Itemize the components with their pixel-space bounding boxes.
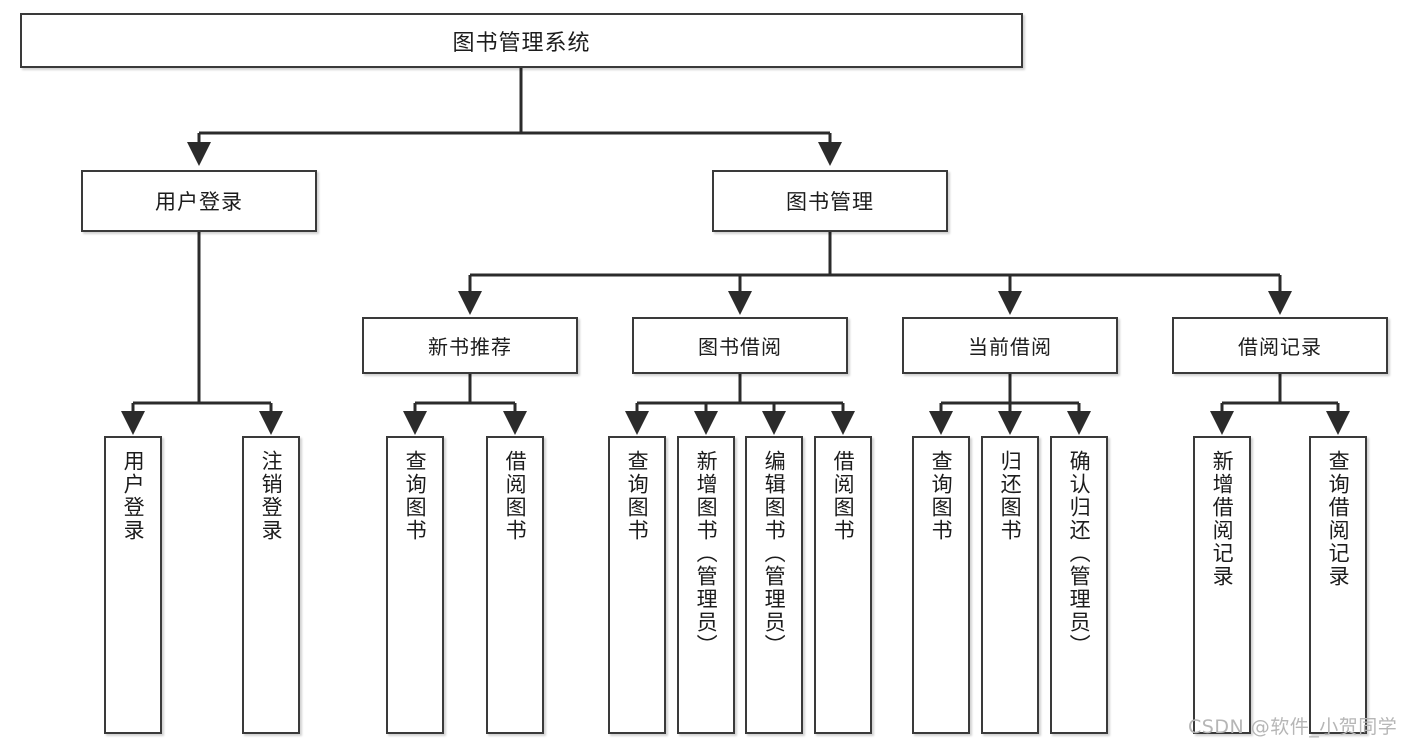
node-leaf-query-book-3-label: 查询图书 (929, 450, 954, 542)
node-leaf-query-book-3[interactable]: 查询图书 (912, 436, 970, 734)
node-root-label: 图书管理系统 (452, 30, 591, 56)
node-leaf-borrow-book-1[interactable]: 借阅图书 (486, 436, 544, 734)
node-leaf-add-record[interactable]: 新增借阅记录 (1193, 436, 1251, 734)
node-borrow-record[interactable]: 借阅记录 (1172, 317, 1388, 374)
node-book-borrow-label: 图书借阅 (698, 335, 782, 359)
node-leaf-user-login[interactable]: 用户登录 (104, 436, 162, 734)
node-leaf-query-book-1[interactable]: 查询图书 (386, 436, 444, 734)
node-current-borrow-label: 当前借阅 (968, 335, 1052, 359)
node-leaf-query-book-2[interactable]: 查询图书 (608, 436, 666, 734)
node-leaf-add-book-label: 新增图书（管理员） (694, 450, 719, 657)
node-leaf-confirm-return[interactable]: 确认归还（管理员） (1050, 436, 1108, 734)
node-borrow-record-label: 借阅记录 (1238, 335, 1322, 359)
node-leaf-logout-label: 注销登录 (259, 450, 284, 542)
node-leaf-edit-book[interactable]: 编辑图书（管理员） (745, 436, 803, 734)
node-new-book-recommend[interactable]: 新书推荐 (362, 317, 578, 374)
node-current-borrow[interactable]: 当前借阅 (902, 317, 1118, 374)
node-book-borrow[interactable]: 图书借阅 (632, 317, 848, 374)
node-user-login-label: 用户登录 (155, 190, 243, 214)
node-leaf-query-book-2-label: 查询图书 (625, 450, 650, 542)
node-leaf-confirm-return-label: 确认归还（管理员） (1067, 450, 1092, 657)
node-leaf-query-record-label: 查询借阅记录 (1326, 450, 1351, 588)
node-leaf-user-login-label: 用户登录 (121, 450, 146, 542)
node-leaf-borrow-book-2[interactable]: 借阅图书 (814, 436, 872, 734)
node-new-book-recommend-label: 新书推荐 (428, 335, 512, 359)
node-leaf-query-book-1-label: 查询图书 (403, 450, 428, 542)
node-leaf-edit-book-label: 编辑图书（管理员） (762, 450, 787, 657)
node-user-login[interactable]: 用户登录 (81, 170, 317, 232)
node-book-manage-label: 图书管理 (786, 190, 874, 214)
node-leaf-borrow-book-2-label: 借阅图书 (831, 450, 856, 542)
node-book-manage[interactable]: 图书管理 (712, 170, 948, 232)
node-leaf-query-record[interactable]: 查询借阅记录 (1309, 436, 1367, 734)
node-root[interactable]: 图书管理系统 (20, 13, 1023, 68)
node-leaf-add-record-label: 新增借阅记录 (1210, 450, 1235, 588)
node-leaf-logout[interactable]: 注销登录 (242, 436, 300, 734)
node-leaf-borrow-book-1-label: 借阅图书 (503, 450, 528, 542)
node-leaf-add-book[interactable]: 新增图书（管理员） (677, 436, 735, 734)
node-leaf-return-book[interactable]: 归还图书 (981, 436, 1039, 734)
watermark: CSDN @软件_小贺同学 (1188, 716, 1398, 738)
node-leaf-return-book-label: 归还图书 (998, 450, 1023, 542)
